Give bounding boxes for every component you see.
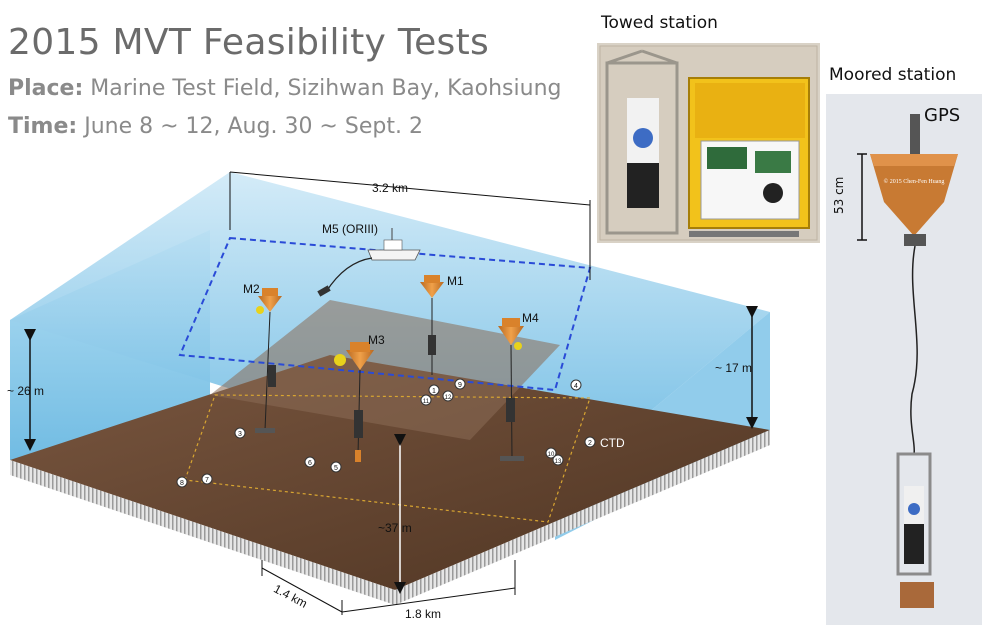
marker-8: 8	[176, 476, 188, 488]
marker-5: 5	[330, 461, 342, 473]
marker-7: 7	[201, 473, 213, 485]
buoy-copyright: © 2015 Chen-Fen Huang	[884, 178, 945, 185]
marker-3: 3	[234, 427, 246, 439]
mooring-label-m3: M3	[368, 333, 385, 347]
time-label: Time:	[8, 114, 78, 139]
dim-left-label: 1.4 km	[271, 581, 309, 610]
tow-cable	[325, 257, 373, 293]
marker-11: 11	[420, 394, 432, 406]
svg-text:7: 7	[205, 477, 209, 484]
ship-oriii	[367, 228, 421, 261]
svg-text:3: 3	[238, 431, 242, 438]
svg-text:11: 11	[423, 399, 430, 405]
mooring-label-m4: M4	[522, 311, 539, 325]
towed-frame	[605, 49, 679, 235]
place-line: Place: Marine Test Field, Sizihwan Bay, …	[8, 76, 561, 101]
svg-text:8: 8	[180, 480, 184, 487]
dashed-survey-box	[178, 236, 592, 392]
dim-bottom-label: 1.8 km	[405, 607, 441, 621]
marker-4: 4	[570, 379, 582, 391]
buoy-height-label: 53 cm	[832, 176, 846, 214]
dim-bottom-line	[341, 587, 516, 613]
mooring-label-m1: M1	[447, 274, 464, 288]
mooring-label-m2: M2	[243, 282, 260, 296]
svg-text:5: 5	[334, 465, 338, 472]
moored-station-label: Moored station	[829, 65, 957, 85]
moored-buoy	[870, 154, 958, 246]
depth-center-label: ~37 m	[378, 521, 412, 535]
time-line: Time: June 8 ~ 12, Aug. 30 ~ Sept. 2	[8, 114, 423, 139]
moored-station-photo: © 2015 Chen-Fen Huang	[826, 94, 982, 625]
seabed-top	[10, 355, 770, 590]
moored-instrument	[896, 452, 932, 576]
place-label: Place:	[8, 76, 84, 101]
depth-left-label: ~ 26 m	[7, 384, 44, 398]
towed-station-photo	[597, 43, 820, 243]
ctd-label: CTD	[600, 436, 625, 450]
svg-text:2: 2	[588, 440, 592, 447]
marker-13: 13	[552, 454, 564, 466]
ship-label: M5 (ORIII)	[322, 222, 378, 236]
mooring-m2	[255, 288, 282, 433]
place-value: Marine Test Field, Sizihwan Bay, Kaohsiu…	[90, 76, 562, 101]
marker-9: 9	[454, 378, 466, 390]
svg-text:6: 6	[308, 460, 312, 467]
gps-label: GPS	[924, 105, 961, 126]
seabed-inner-shadow	[210, 300, 560, 440]
marker-10: 10	[545, 447, 557, 459]
towed-station-label: Towed station	[601, 13, 718, 33]
seabed-front-edge-left	[10, 460, 395, 605]
marker-12: 12	[442, 390, 454, 402]
top-dim-line	[229, 171, 591, 206]
mooring-rope	[910, 245, 918, 455]
svg-text:4: 4	[574, 383, 578, 390]
marker-1: 1	[428, 384, 440, 396]
towed-electronics-crate	[688, 77, 810, 229]
svg-text:10: 10	[548, 452, 555, 458]
depth-right-label: ~ 17 m	[715, 361, 752, 375]
svg-text:13: 13	[555, 459, 562, 465]
mooring-m4	[498, 318, 524, 461]
slide-title: 2015 MVT Feasibility Tests	[8, 22, 490, 63]
dim-left-line	[261, 567, 343, 613]
survey-area-outline	[184, 394, 591, 523]
towed-instrument	[317, 285, 331, 297]
mooring-m1	[420, 275, 444, 375]
width-label: 3.2 km	[372, 181, 408, 195]
svg-text:12: 12	[445, 395, 452, 401]
anchor-block	[900, 582, 934, 608]
svg-text:9: 9	[458, 382, 462, 389]
marker-2: 2	[584, 436, 596, 448]
seabed-front-edge-right	[395, 430, 770, 605]
mooring-m3	[334, 342, 374, 462]
svg-text:1: 1	[432, 388, 436, 395]
time-value: June 8 ~ 12, Aug. 30 ~ Sept. 2	[84, 114, 423, 139]
marker-6: 6	[304, 456, 316, 468]
